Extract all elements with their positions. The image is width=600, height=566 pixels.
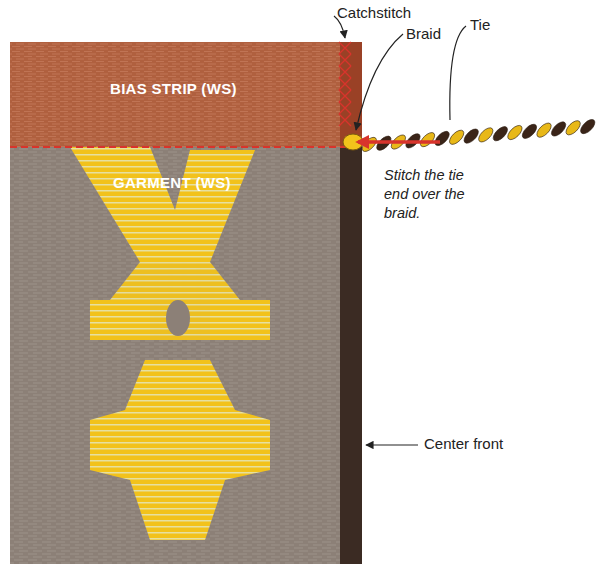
bias-strip-fabric [10, 42, 362, 147]
part-label: Braid [406, 25, 441, 42]
leader-line [366, 444, 418, 445]
bias-strip-band: BIAS STRIP (WS) [10, 42, 340, 147]
tie-cord [360, 117, 598, 154]
leader-line [356, 34, 403, 130]
region-label: GARMENT (WS) [113, 174, 231, 191]
part-label: Center front [424, 435, 503, 452]
garment-region: GARMENT (WS) [10, 149, 340, 562]
garment-fabric [10, 147, 362, 564]
stitch-direction-arrow [358, 140, 440, 144]
catchstitch [339, 42, 351, 126]
leader-line [450, 26, 466, 120]
region-label: BIAS STRIP (WS) [110, 80, 237, 97]
center-front-edge [340, 147, 362, 564]
instruction-note: Stitch the tie end over the braid. [384, 166, 484, 223]
fabric-motif [70, 147, 270, 540]
stitch-line [10, 146, 362, 148]
part-label: Catchstitch [337, 4, 411, 21]
part-label: Tie [470, 16, 490, 33]
